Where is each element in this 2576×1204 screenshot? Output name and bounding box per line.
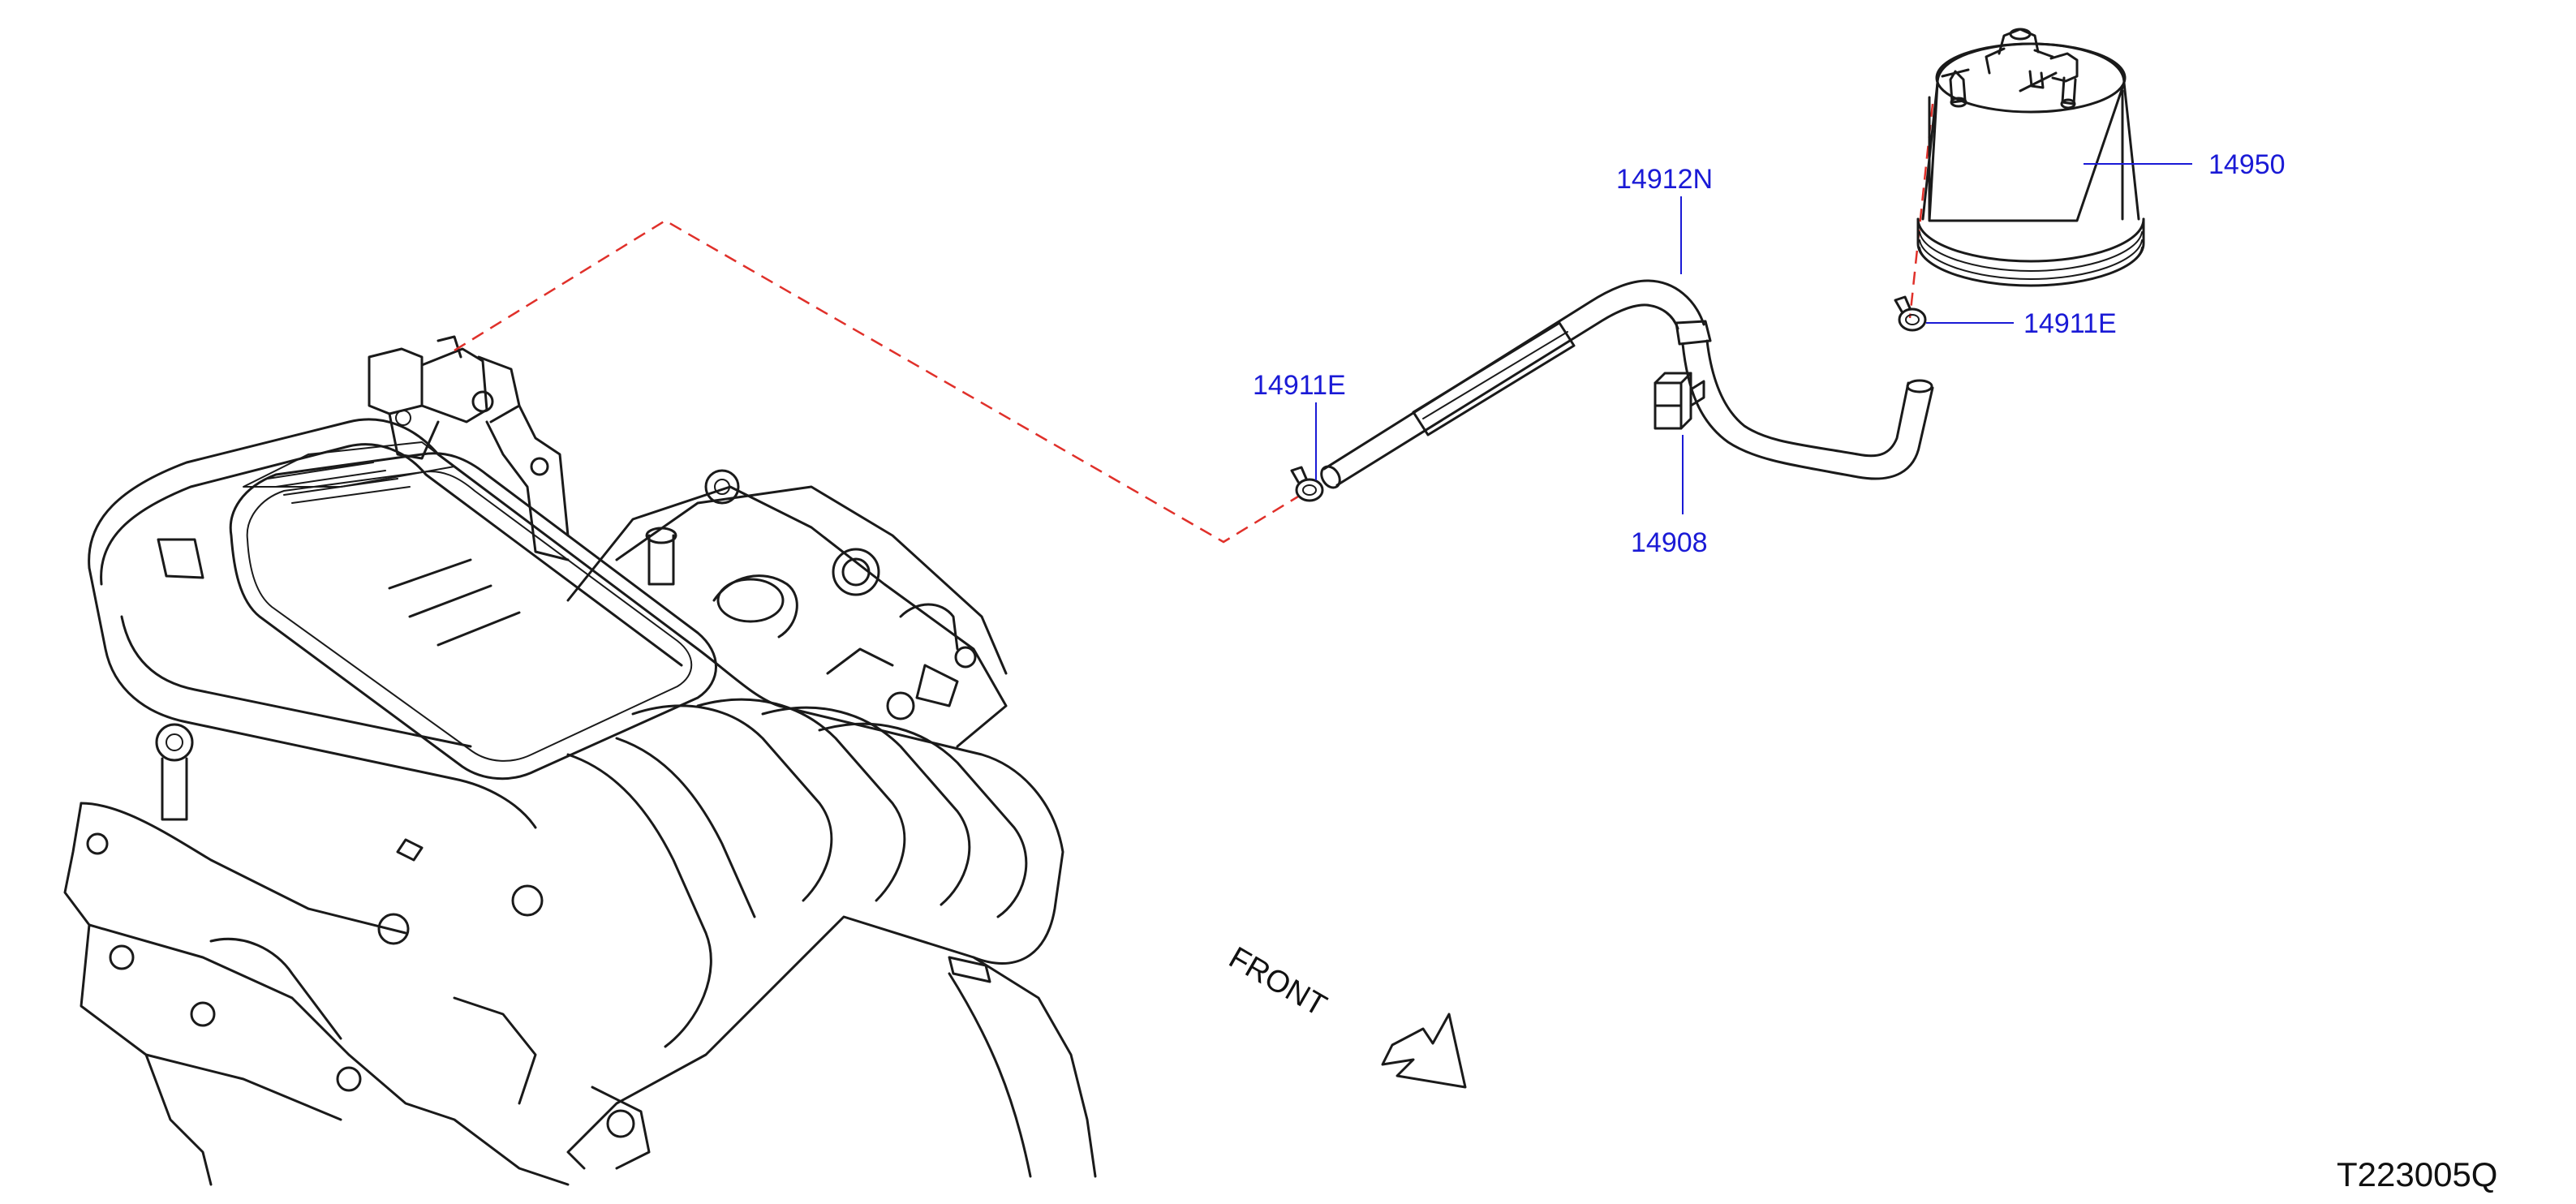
part-labels: 14950 14912N 14911E 14911E 14908 [1253,149,2286,558]
part-label-clamp-right: 14911E [2023,308,2117,339]
routing-dashed-line-canister [1908,103,1934,319]
front-direction-indicator: FRONT [1223,940,1467,1089]
part-label-hose: 14912N [1616,164,1713,195]
vapor-line-routing [454,103,1934,544]
arrow-down-right-icon [1381,1013,1467,1089]
diagram-id: T223005Q [2337,1155,2497,1193]
leader-lines [1315,163,2192,514]
part-label-clamp-left: 14911E [1253,370,1346,401]
engine-assembly [63,335,1097,1186]
vapor-hose [1320,279,1934,489]
hose-clamp-left [1290,466,1324,502]
part-label-clip: 14908 [1631,527,1708,558]
part-label-canister: 14950 [2208,149,2286,180]
evap-canister [1916,28,2145,287]
routing-dashed-line-engine [454,219,1299,544]
hose-clip [1654,372,1705,430]
hose-clamp-right [1894,295,1927,332]
front-label: FRONT [1223,940,1332,1023]
